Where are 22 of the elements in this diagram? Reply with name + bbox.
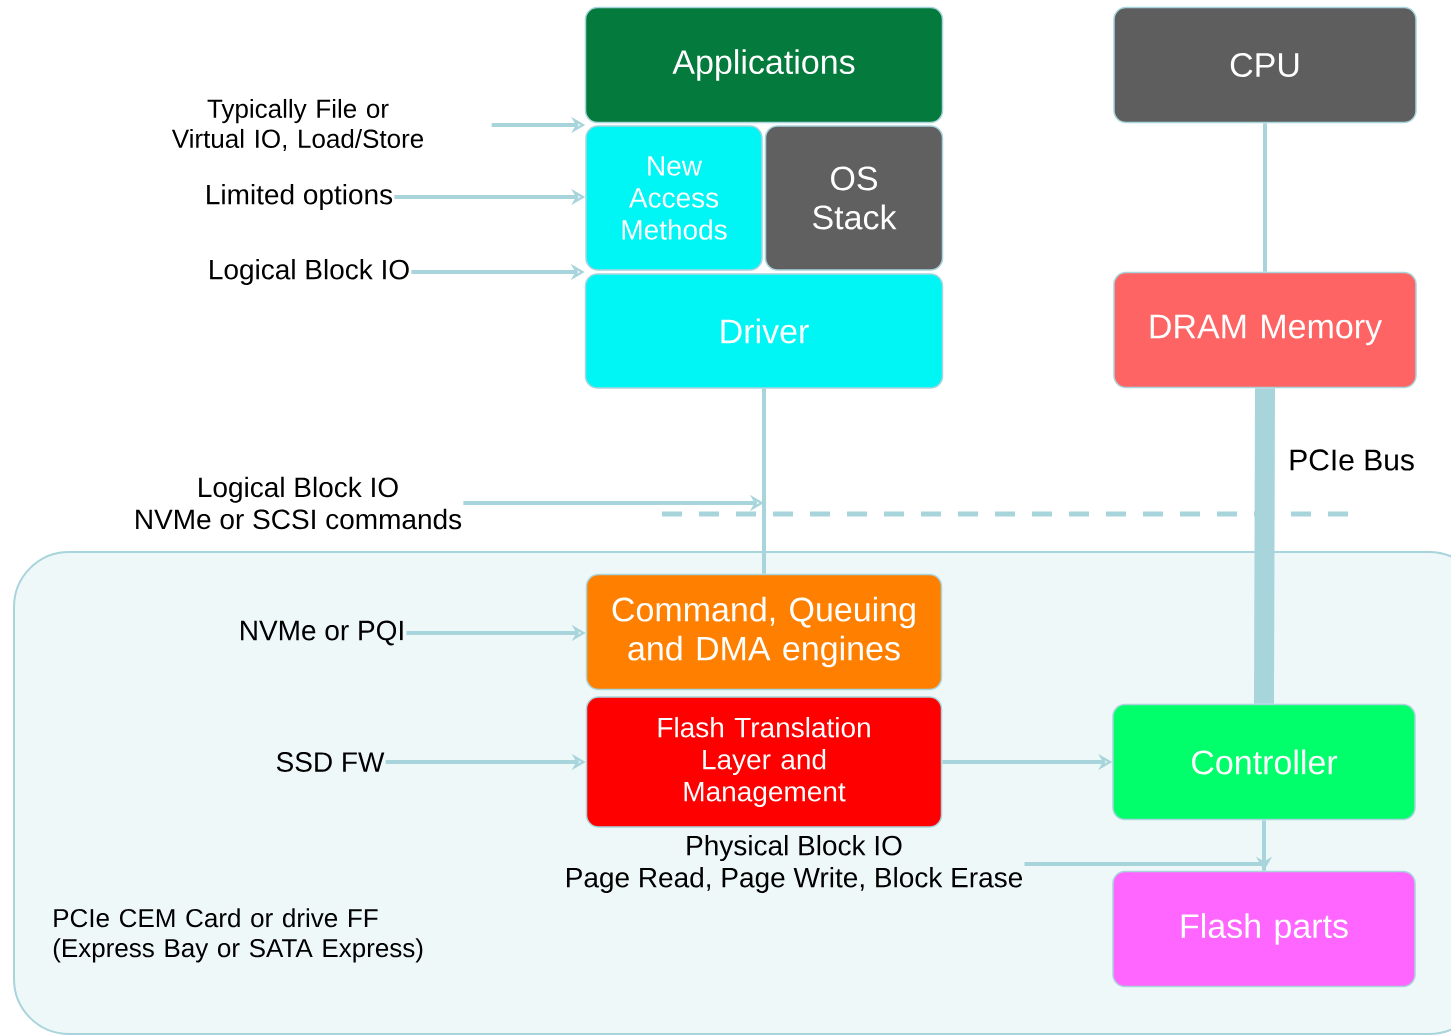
layer-box: Controller	[1112, 703, 1416, 821]
layer-box: Driver	[584, 273, 944, 389]
layer-box: Command, Queuing and DMA engines	[585, 573, 943, 691]
layer-box: New Access Methods	[585, 125, 763, 271]
layer-box: OS Stack	[764, 125, 944, 271]
annotation-text: Logical Block IO	[210, 258, 409, 286]
connector-line	[1262, 820, 1266, 871]
connector-line	[1254, 388, 1275, 704]
annotation-text: Limited options	[207, 183, 393, 211]
bus-label: PCIe Bus	[1290, 449, 1414, 471]
layer-box: Flash parts	[1112, 870, 1416, 988]
layer-box: Applications	[584, 6, 944, 124]
connector-line	[1263, 123, 1267, 272]
annotation-text: NVMe or PQI	[241, 620, 403, 646]
layer-box: DRAM Memory	[1113, 271, 1417, 389]
annotation-text: Logical Block IO NVMe or SCSI commands	[136, 476, 462, 530]
layer-box: CPU	[1113, 6, 1417, 124]
connector-line	[762, 388, 766, 574]
annotation-text: Physical Block IO Page Read, Page Write, Block Erase	[567, 834, 1022, 894]
layer-box: Flash Translation Layer and Management	[585, 696, 943, 828]
annotation-text: SSD FW	[276, 752, 385, 772]
annotation-text: Typically File or Virtual IO, Load/Store	[171, 98, 424, 152]
